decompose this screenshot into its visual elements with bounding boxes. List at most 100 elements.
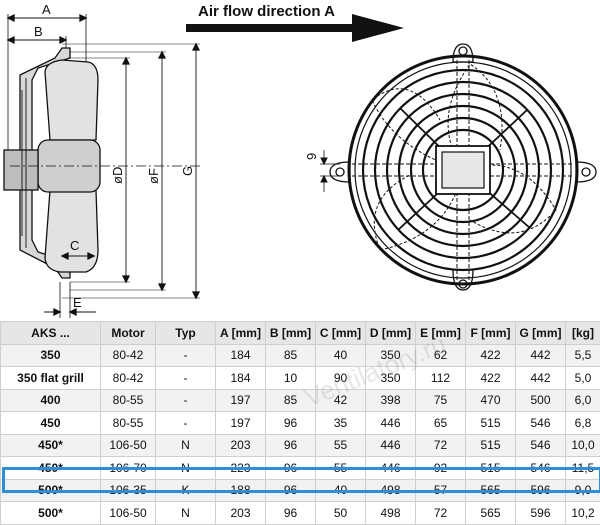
model-cell: 500*	[1, 502, 101, 525]
model-cell: 500*	[1, 479, 101, 502]
table-cell: 65	[416, 412, 466, 435]
table-cell: 11,5	[566, 457, 600, 480]
table-cell: N	[156, 502, 216, 525]
column-header: A [mm]	[216, 322, 266, 345]
model-cell: 350 flat grill	[1, 367, 101, 390]
table-cell: 80-55	[101, 389, 156, 412]
front-view	[320, 44, 596, 290]
table-cell: 422	[466, 367, 516, 390]
table-cell: 112	[416, 367, 466, 390]
table-cell: K	[156, 479, 216, 502]
table-cell: 546	[516, 412, 566, 435]
dim-f-label: øF	[146, 168, 161, 184]
table-cell: 10,2	[566, 502, 600, 525]
table-cell: 9,0	[566, 479, 600, 502]
table-cell: 596	[516, 502, 566, 525]
side-view	[4, 14, 200, 318]
table-cell: 75	[416, 389, 466, 412]
table-cell: 184	[216, 344, 266, 367]
column-header: Motor	[101, 322, 156, 345]
table-cell: 515	[466, 457, 516, 480]
table-cell: 446	[366, 434, 416, 457]
table-cell: 188	[216, 479, 266, 502]
table-cell: 184	[216, 367, 266, 390]
table-cell: 106-70	[101, 457, 156, 480]
table-cell: 565	[466, 502, 516, 525]
table-cell: 446	[366, 412, 416, 435]
table-cell: 55	[316, 457, 366, 480]
table-cell: 80-55	[101, 412, 156, 435]
column-header: C [mm]	[316, 322, 366, 345]
table-cell: 96	[266, 479, 316, 502]
model-cell: 450*	[1, 457, 101, 480]
table-cell: N	[156, 457, 216, 480]
table-cell: 498	[366, 502, 416, 525]
table-cell: 6,8	[566, 412, 600, 435]
dim-a-label: A	[42, 2, 51, 17]
table-cell: 203	[216, 434, 266, 457]
model-cell: 450	[1, 412, 101, 435]
table-cell: 203	[216, 502, 266, 525]
table-cell: 96	[266, 457, 316, 480]
table-cell: 596	[516, 479, 566, 502]
table-cell: 57	[416, 479, 466, 502]
table-cell: 96	[266, 412, 316, 435]
table-cell: 5,5	[566, 344, 600, 367]
table-cell: 6,0	[566, 389, 600, 412]
dim-b-label: B	[34, 24, 43, 39]
model-cell: 450*	[1, 434, 101, 457]
table-cell: 92	[416, 457, 466, 480]
table-cell: N	[156, 434, 216, 457]
table-cell: 500	[516, 389, 566, 412]
technical-drawing: A B C E øD øF G Air flow direction A	[0, 0, 600, 318]
table-cell: 197	[216, 412, 266, 435]
table-cell: 85	[266, 344, 316, 367]
table-cell: 565	[466, 479, 516, 502]
table-cell: 10,0	[566, 434, 600, 457]
table-cell: -	[156, 412, 216, 435]
table-cell: 40	[316, 479, 366, 502]
dim-hole-label: 9	[304, 153, 319, 160]
model-cell: 400	[1, 389, 101, 412]
column-header: [kg]	[566, 322, 600, 345]
table-cell: 106-35	[101, 479, 156, 502]
table-cell: 72	[416, 502, 466, 525]
column-header: F [mm]	[466, 322, 516, 345]
table-cell: 96	[266, 434, 316, 457]
dim-e-label: E	[73, 295, 82, 310]
table-cell: 398	[366, 389, 416, 412]
table-cell: 442	[516, 367, 566, 390]
table-cell: 498	[366, 479, 416, 502]
table-cell: 50	[316, 502, 366, 525]
table-cell: 442	[516, 344, 566, 367]
column-header: G [mm]	[516, 322, 566, 345]
table-cell: 197	[216, 389, 266, 412]
column-header: AKS ...	[1, 322, 101, 345]
flow-direction-label: Air flow direction A	[198, 3, 335, 20]
table-cell: 546	[516, 457, 566, 480]
table-cell: 223	[216, 457, 266, 480]
table-cell: 546	[516, 434, 566, 457]
column-header: Typ	[156, 322, 216, 345]
table-cell: 96	[266, 502, 316, 525]
table-cell: -	[156, 389, 216, 412]
column-header: B [mm]	[266, 322, 316, 345]
table-cell: -	[156, 367, 216, 390]
dim-c-label: C	[70, 238, 79, 253]
table-cell: 515	[466, 434, 516, 457]
table-cell: 80-42	[101, 344, 156, 367]
table-cell: 72	[416, 434, 466, 457]
dim-d-label: øD	[110, 167, 125, 184]
table-cell: -	[156, 344, 216, 367]
table-cell: 5,0	[566, 367, 600, 390]
